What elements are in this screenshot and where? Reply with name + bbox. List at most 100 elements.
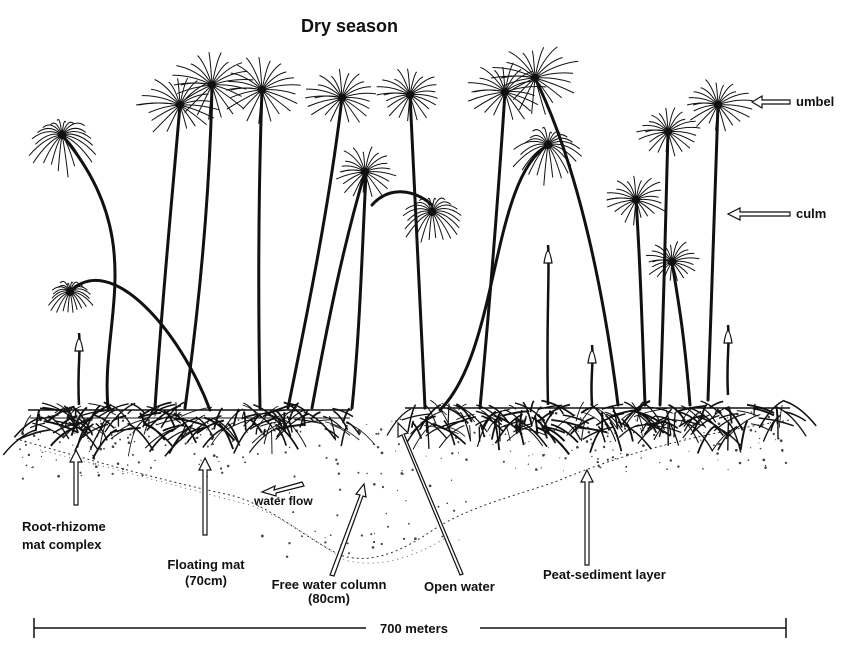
sediment-dot <box>191 443 192 444</box>
umbel-ray <box>607 198 637 200</box>
umbel-node <box>531 74 539 82</box>
free-water-arrow <box>330 484 366 576</box>
sediment-dot <box>525 442 526 443</box>
root-strand <box>312 412 320 418</box>
sediment-dot <box>114 442 116 444</box>
sediment-dot <box>134 441 135 442</box>
sediment-dot <box>750 447 751 448</box>
sediment-dot <box>128 441 131 444</box>
shoot-bud <box>75 339 83 351</box>
sediment-dot <box>598 465 600 467</box>
sediment-dot <box>402 470 403 471</box>
root-strand <box>627 424 633 442</box>
sediment-dot <box>591 456 592 457</box>
sediment-dot <box>607 459 609 461</box>
sediment-dot <box>535 468 538 471</box>
sediment-dot <box>347 542 349 544</box>
sediment-dot <box>325 457 327 459</box>
sediment-dot <box>717 459 718 460</box>
sediment-dot <box>88 441 89 442</box>
root-strand <box>304 412 335 439</box>
culm-arrow <box>728 208 790 220</box>
sediment-dot <box>95 465 98 468</box>
sediment-dot <box>411 469 413 471</box>
sediment-dot <box>386 513 388 515</box>
root-strand <box>93 430 117 459</box>
root-strand <box>402 414 430 420</box>
sediment-dot <box>412 550 413 551</box>
sediment-dot <box>781 449 784 452</box>
sediment-dot <box>366 424 367 425</box>
sediment-dot <box>207 446 209 448</box>
umbel-node <box>58 131 66 139</box>
sediment-dot <box>702 468 704 470</box>
sediment-dot <box>380 428 382 430</box>
umbel-ray <box>365 172 382 196</box>
culm <box>440 145 548 410</box>
sediment-dot <box>335 459 337 461</box>
sediment-dot <box>132 454 134 456</box>
sediment-dot <box>785 462 787 464</box>
sediment-dot <box>93 463 94 464</box>
sediment-dot <box>206 429 207 430</box>
umbel-ray <box>432 212 443 240</box>
sediment-dot <box>510 451 511 452</box>
sediment-dot <box>42 451 44 453</box>
sediment-dot <box>26 464 28 466</box>
sediment-dot <box>32 466 34 468</box>
sediment-dot <box>710 427 711 428</box>
umbel-ray <box>180 105 207 125</box>
sediment-dot <box>750 429 753 432</box>
umbel-node <box>664 128 672 136</box>
sediment-dot <box>492 444 493 445</box>
open-water-arrow <box>398 423 463 575</box>
umbel-node <box>406 91 414 99</box>
sediment-dot <box>19 448 21 450</box>
sediment-dot <box>405 500 406 501</box>
umbel-ray <box>548 145 562 178</box>
sediment-dot <box>751 411 753 413</box>
open-water-label: Open water <box>424 579 495 594</box>
sediment-dot <box>597 458 599 460</box>
sediment-dot <box>782 451 783 452</box>
umbel-node <box>632 196 640 204</box>
free-water-label-line1: Free water column <box>272 578 387 592</box>
culm <box>288 98 342 408</box>
sediment-dot <box>366 473 367 474</box>
culm <box>70 280 210 410</box>
umbel-label: umbel <box>796 94 834 109</box>
sediment-dot <box>713 444 715 446</box>
umbel-ray <box>410 95 427 118</box>
young-shoot <box>547 245 548 405</box>
sediment-dot <box>100 420 101 421</box>
sediment-dot <box>377 433 379 435</box>
sediment-dot <box>150 467 152 469</box>
umbel-node <box>208 81 216 89</box>
sediment-dot <box>325 537 326 538</box>
sediment-dot <box>453 510 455 512</box>
sediment-dot <box>625 466 627 468</box>
sediment-dot <box>403 538 405 540</box>
sediment-dot <box>217 457 218 458</box>
umbel <box>29 119 96 177</box>
sediment-dot <box>559 457 560 458</box>
sediment-dot <box>41 456 42 457</box>
culm <box>185 85 212 408</box>
sediment-dot <box>768 416 770 418</box>
sediment-dot <box>441 536 443 538</box>
sediment-dot <box>336 514 338 516</box>
sediment-dot <box>286 556 288 558</box>
sediment-dot <box>532 454 533 455</box>
sediment-dot <box>541 467 542 468</box>
sediment-dot <box>318 445 320 447</box>
sediment-dot <box>57 475 60 478</box>
free-water-label-line2: (80cm) <box>272 592 387 606</box>
sediment-dot <box>457 441 459 443</box>
sediment-dot <box>528 455 529 456</box>
sediment-dot <box>735 449 738 452</box>
culm <box>312 172 365 408</box>
sediment-dot <box>612 449 613 450</box>
sediment-dot <box>458 452 459 453</box>
sediment-dot <box>590 438 592 440</box>
sediment-dot <box>400 419 402 421</box>
